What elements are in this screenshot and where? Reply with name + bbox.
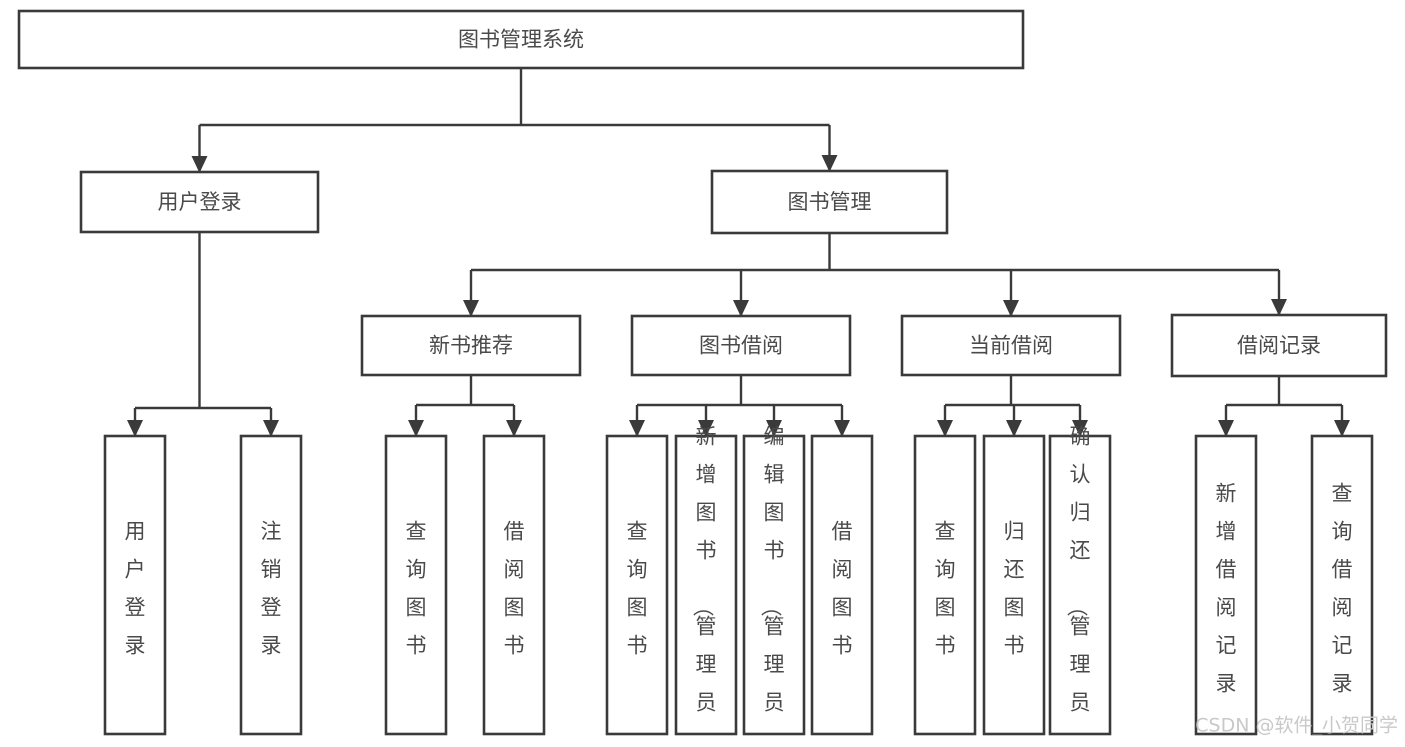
node-box [810, 434, 874, 736]
node-label: 编辑图书（管理员） [759, 425, 785, 747]
node-leaf-用户登录[interactable]: 用户登录 [103, 434, 167, 736]
arrow-head-icon [408, 420, 424, 437]
arrow-head-icon [1334, 420, 1350, 437]
node-label: 图书借阅 [699, 334, 783, 358]
node-l2-新书推荐[interactable]: 新书推荐 [360, 314, 582, 377]
node-l2-当前借阅[interactable]: 当前借阅 [900, 314, 1122, 377]
arrow-head-icon [1006, 420, 1022, 437]
node-box [900, 314, 1122, 377]
node-box [1048, 434, 1112, 736]
node-label: 当前借阅 [969, 334, 1053, 358]
node-label: 查询图书 [935, 520, 956, 658]
node-box [710, 169, 949, 235]
arrow-head-icon [1218, 420, 1234, 437]
node-label: 用户登录 [125, 520, 146, 658]
arrow-head-icon [821, 155, 838, 172]
node-label: 确认归还（管理员） [1065, 425, 1091, 747]
node-box [605, 434, 669, 736]
node-box [17, 9, 1025, 70]
node-box [384, 434, 448, 736]
node-leaf-确认归还管理员[interactable]: 确认归还（管理员） [1048, 425, 1112, 747]
node-leaf-归还图书[interactable]: 归还图书 [982, 434, 1046, 736]
node-label: 用户登录 [158, 190, 242, 214]
arrow-head-icon [463, 300, 479, 317]
node-leaf-编辑图书管理员[interactable]: 编辑图书（管理员） [742, 425, 806, 747]
node-box [239, 434, 303, 736]
node-label: 借阅图书 [504, 520, 525, 658]
node-leaf-借阅图书[interactable]: 借阅图书 [482, 434, 546, 736]
arrow-head-icon [766, 420, 782, 437]
node-leaf-借阅图书[interactable]: 借阅图书 [810, 434, 874, 736]
node-box [630, 314, 852, 377]
csdn-watermark: CSDN @软件_小贺同学 [1195, 715, 1398, 737]
node-box [482, 434, 546, 736]
arrow-head-icon [263, 420, 279, 437]
node-box [674, 434, 738, 736]
node-l2-图书借阅[interactable]: 图书借阅 [630, 314, 852, 377]
node-label: 新增图书（管理员） [691, 425, 717, 747]
node-box [103, 434, 167, 736]
arrow-head-icon [1003, 300, 1019, 317]
node-box [913, 434, 977, 736]
arrow-head-icon [506, 420, 522, 437]
arrow-head-icon [733, 300, 749, 317]
node-leaf-新增图书管理员[interactable]: 新增图书（管理员） [674, 425, 738, 747]
node-label: 注销登录 [261, 520, 282, 658]
node-leaf-查询图书[interactable]: 查询图书 [384, 434, 448, 736]
node-label: 查询图书 [627, 520, 648, 658]
arrow-head-icon [127, 420, 143, 437]
node-leaf-注销登录[interactable]: 注销登录 [239, 434, 303, 736]
node-label: 查询借阅记录 [1332, 482, 1353, 696]
node-root-图书管理系统[interactable]: 图书管理系统 [17, 9, 1025, 70]
node-l1-用户登录[interactable]: 用户登录 [79, 170, 320, 234]
node-box [1194, 434, 1258, 736]
node-box [79, 170, 320, 234]
node-leaf-查询借阅记录[interactable]: 查询借阅记录 [1310, 434, 1374, 736]
node-leaf-新增借阅记录[interactable]: 新增借阅记录 [1194, 434, 1258, 736]
arrow-head-icon [1271, 299, 1287, 316]
arrow-head-icon [191, 156, 208, 173]
arrow-head-icon [629, 420, 645, 437]
node-label: 归还图书 [1004, 520, 1025, 658]
node-label: 借阅记录 [1237, 334, 1321, 358]
node-l1-图书管理[interactable]: 图书管理 [710, 169, 949, 235]
arrow-head-icon [1072, 420, 1088, 437]
node-label: 图书管理系统 [458, 28, 584, 52]
node-box [742, 434, 806, 736]
node-label: 图书管理 [788, 190, 872, 214]
node-label: 新增借阅记录 [1216, 482, 1237, 696]
arrow-head-icon [698, 420, 714, 437]
node-box [982, 434, 1046, 736]
connector-layer [127, 68, 1350, 437]
arrow-head-icon [937, 420, 953, 437]
node-box [1170, 313, 1388, 378]
node-label: 查询图书 [406, 520, 427, 658]
node-box [1310, 434, 1374, 736]
arrow-head-icon [834, 420, 850, 437]
node-leaf-查询图书[interactable]: 查询图书 [605, 434, 669, 736]
node-l2-借阅记录[interactable]: 借阅记录 [1170, 313, 1388, 378]
node-label: 新书推荐 [429, 334, 513, 358]
node-leaf-查询图书[interactable]: 查询图书 [913, 434, 977, 736]
node-label: 借阅图书 [832, 520, 853, 658]
node-layer: 图书管理系统用户登录图书管理用户登录注销登录新书推荐图书借阅当前借阅借阅记录查询… [17, 9, 1388, 747]
node-box [360, 314, 582, 377]
